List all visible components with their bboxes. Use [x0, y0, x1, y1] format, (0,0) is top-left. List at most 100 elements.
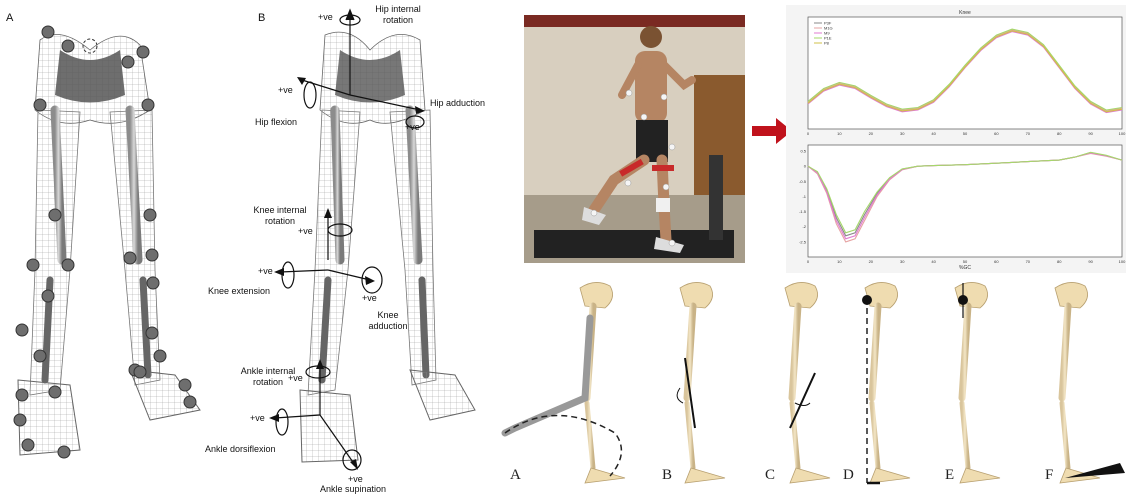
chart-0-frame: [807, 16, 1123, 130]
positive-marker-hip-flex: +ve: [278, 85, 293, 95]
foot-strike-sequence: A B C D E F: [495, 278, 1130, 498]
sequence-label-f: F: [1045, 467, 1054, 483]
chart-1-xtick: 10: [837, 259, 842, 264]
sequence-label-e: E: [945, 467, 955, 483]
positive-marker-ankle-rot: +ve: [288, 373, 303, 383]
leg-skeleton-1: [679, 282, 726, 484]
chart-0-legend-entry: P3F: [824, 21, 832, 26]
tibia: [869, 400, 881, 471]
leg-skeleton-5: [1054, 282, 1101, 484]
annotation-knee-internal-rotation: Knee internal rotation: [253, 205, 307, 226]
positive-marker-ankle-dors: +ve: [250, 413, 265, 423]
sequence-label-c: C: [765, 467, 776, 483]
chart-1-xtick: 20: [869, 259, 874, 264]
femur: [1058, 302, 1072, 402]
plate-f: [1065, 463, 1125, 478]
annotation-ankle-dorsiflexion: Ankle dorsiflexion: [205, 444, 276, 454]
chart-0-xtick: 20: [869, 131, 874, 136]
tibia: [684, 400, 696, 471]
chart-0-xtick: 100: [1119, 131, 1126, 136]
positive-marker-knee-add: +ve: [362, 293, 377, 303]
positive-marker-knee-rot: +ve: [298, 226, 313, 236]
positive-marker-knee-ext: +ve: [258, 266, 273, 276]
foot: [684, 467, 726, 484]
foot: [584, 467, 626, 484]
tibia: [789, 400, 801, 471]
annotation-hip-adduction: Hip adduction: [430, 98, 486, 108]
chart-0-series-4: [807, 30, 1123, 113]
chart-1-xtick: 30: [900, 259, 905, 264]
chart-0-legend-entry: P8: [824, 41, 830, 46]
chart-0-xtick: 70: [1026, 131, 1031, 136]
chart-1-xtick: 0: [807, 259, 810, 264]
angle-arc-c: [794, 402, 811, 406]
leg-skeleton-3: [864, 282, 911, 484]
sequence-label-d: D: [843, 467, 854, 483]
positive-marker-hip-rot: +ve: [318, 12, 333, 22]
femur: [958, 302, 972, 402]
femur: [868, 302, 882, 402]
chart-1-ytick: -0.5: [799, 179, 807, 184]
angle-arc-b: [676, 387, 684, 404]
foot-strike-sequence-svg: [501, 282, 1125, 485]
panel-a-skeleton: [13, 25, 201, 459]
chart-0-xtick: 10: [837, 131, 842, 136]
shank-line-b: [684, 357, 696, 429]
annotation-ankle-internal-rotation: Ankle internal rotation: [240, 366, 296, 387]
chart-1-xtick: 60: [994, 259, 999, 264]
tibia: [959, 400, 971, 471]
positive-marker-ankle-sup: +ve: [348, 474, 363, 484]
chart-1-ytick: -1: [802, 194, 806, 199]
annotation-ankle-supination: Ankle supination: [320, 484, 387, 494]
chart-0-series-3: [807, 28, 1123, 111]
tibia: [584, 400, 596, 471]
annotation-knee-extension: Knee extension: [208, 286, 271, 296]
chart-1-xtick: 80: [1057, 259, 1062, 264]
red-arrow-icon: [752, 118, 792, 144]
femur: [788, 302, 802, 402]
annotation-hip-flexion: Hip flexion: [255, 117, 298, 127]
shank-line-c: [789, 372, 816, 429]
chart-0-xtick: 40: [931, 131, 936, 136]
leg-skeleton-4: [954, 282, 1001, 484]
foot: [959, 467, 1001, 484]
annotation-hip-internal-rotation: Hip internal rotation: [375, 4, 421, 25]
tibia: [1059, 400, 1071, 471]
chart-0-xtick: 0: [807, 131, 810, 136]
swing-leg-shadow: [501, 314, 594, 437]
hip-marker-e: [958, 295, 968, 305]
chart-0-xtick: 80: [1057, 131, 1062, 136]
chart-1-ytick: -2: [802, 224, 806, 229]
chart-1-xtick: 100: [1119, 259, 1126, 264]
chart-1-ytick: 0: [804, 164, 807, 169]
runner-treadmill-photo: [524, 15, 745, 263]
chart-0-xtick: 60: [994, 131, 999, 136]
pelvis: [954, 282, 988, 309]
panel-a-marker-model: A: [0, 0, 240, 498]
chart-1-xtick: 40: [931, 259, 936, 264]
chart-1-xlabel: %GC: [959, 265, 971, 271]
sequence-label-a: A: [510, 467, 521, 483]
pelvis: [864, 282, 898, 309]
hip-marker-d: [862, 295, 872, 305]
pelvis: [579, 282, 613, 309]
panel-a-label: A: [6, 12, 14, 24]
chart-0-xtick: 90: [1088, 131, 1093, 136]
sequence-label-b: B: [662, 467, 673, 483]
chart-0-xtick: 50: [963, 131, 968, 136]
chart-1-frame: [807, 144, 1123, 258]
panel-b-skeleton: [269, 8, 476, 471]
chart-1-xtick: 90: [1088, 259, 1093, 264]
leg-skeleton-2: [784, 282, 831, 484]
chart-0-title: Knee: [959, 10, 971, 16]
chart-1-ytick: 0.5: [800, 149, 806, 154]
chart-0-legend-entry: M9: [824, 31, 830, 36]
pelvis: [784, 282, 818, 309]
chart-0-legend-entry: M1G: [824, 26, 833, 31]
chart-1-xtick: 70: [1026, 259, 1031, 264]
positive-marker-hip-add: +ve: [405, 122, 420, 132]
panel-b-joint-axes: B +ve Hip in: [205, 0, 510, 498]
chart-1-ytick: -2.5: [799, 239, 807, 244]
chart-1-series-3: [807, 151, 1123, 234]
